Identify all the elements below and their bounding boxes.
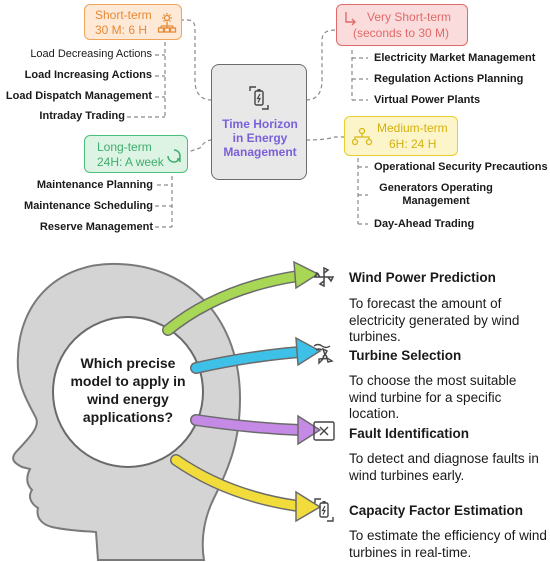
arrow-down-icon (343, 11, 359, 34)
medium-term-item: Operational Security Precautions (374, 161, 548, 173)
very-short-term-box: Very Short-term (seconds to 30 M) (336, 4, 468, 46)
long-term-item: Reserve Management (39, 221, 153, 233)
option-title: Capacity Factor Estimation (349, 503, 524, 518)
option-description: To estimate the efficiency of wind turbi… (349, 528, 547, 560)
network-icon (351, 127, 373, 152)
medium-term-box: Medium-term 6H: 24 H (344, 116, 458, 156)
option-description: To forecast the amount of electricity ge… (349, 296, 520, 344)
very-short-term-subtitle: (seconds to 30 M) (353, 26, 450, 40)
short-term-item: Load Increasing Actions (24, 69, 152, 81)
central-question: Which precise model to apply in wind ene… (70, 355, 186, 425)
very-short-term-title: Very Short-term (367, 10, 452, 24)
long-term-subtitle: 24H: A week (97, 155, 164, 169)
long-term-item: Maintenance Scheduling (24, 200, 153, 212)
refresh-arrow-icon (165, 147, 183, 170)
short-term-item: Intraday Trading (39, 110, 125, 122)
very-short-term-item: Virtual Power Plants (374, 94, 481, 106)
option-title: Turbine Selection (349, 348, 462, 363)
wind-turbine-icon (312, 342, 338, 371)
control-hierarchy-icon (157, 12, 177, 39)
option-title: Fault Identification (349, 426, 469, 441)
battery-charging-icon (313, 497, 335, 528)
center-box: Time Horizon in Energy Management (211, 64, 307, 180)
short-term-item: Load Decreasing Actions (30, 48, 152, 60)
short-term-title: Short-term (95, 8, 152, 22)
long-term-title: Long-term (97, 140, 152, 154)
long-term-item: Maintenance Planning (36, 179, 153, 191)
medium-term-item: Generators Operating Management (379, 182, 493, 207)
option-description: To choose the most suitable wind turbine… (349, 373, 517, 421)
short-term-box: Short-term 30 M: 6 H (84, 4, 182, 40)
medium-term-item: Day-Ahead Trading (374, 218, 475, 230)
short-term-item: Load Dispatch Management (5, 90, 152, 102)
pinwheel-icon (312, 265, 336, 294)
medium-term-title: Medium-term (377, 121, 448, 135)
close-box-icon (313, 421, 335, 446)
center-title: Time Horizon in Energy Management (222, 117, 298, 159)
very-short-term-item: Electricity Market Management (374, 52, 536, 64)
long-term-box: Long-term 24H: A week (84, 135, 188, 173)
battery-charging-icon (248, 85, 270, 116)
short-term-subtitle: 30 M: 6 H (95, 23, 148, 37)
option-title: Wind Power Prediction (349, 270, 496, 285)
medium-term-subtitle: 6H: 24 H (389, 137, 437, 151)
very-short-term-item: Regulation Actions Planning (374, 73, 524, 85)
option-description: To detect and diagnose faults in wind tu… (349, 451, 539, 483)
